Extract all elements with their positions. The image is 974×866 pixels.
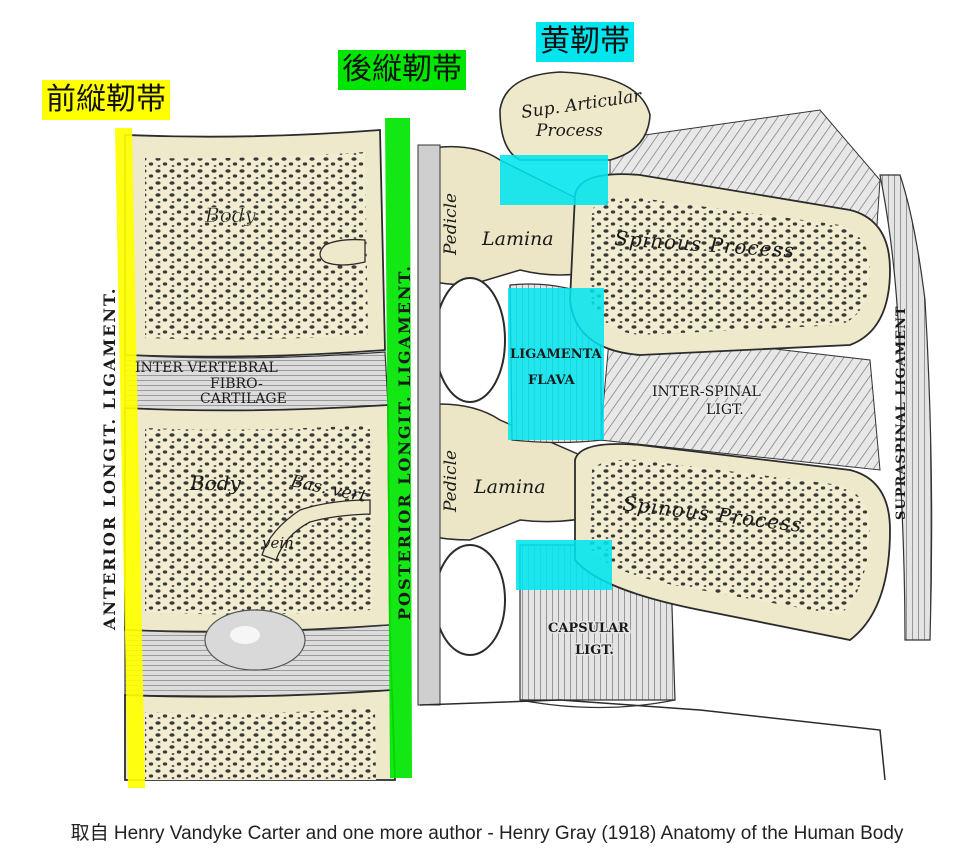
upper-body-notch <box>319 238 366 266</box>
upper-body-cancellous <box>145 152 368 340</box>
label-body-lower: Body <box>189 471 242 495</box>
label-ligamenta-2: FLAVA <box>528 373 576 388</box>
source-caption: 取自 Henry Vandyke Carter and one more aut… <box>70 823 904 844</box>
flava-highlight-bottom <box>516 540 612 590</box>
bottom-body-cancellous <box>145 708 376 780</box>
ligamenta-flava-label: 黄靭帯 <box>536 22 634 62</box>
label-vein: vein <box>262 534 294 552</box>
posterior-ligament-highlight <box>385 118 412 778</box>
label-anterior-ligament: ANTERIOR LONGIT. LIGAMENT. <box>100 287 119 631</box>
supraspinal-ligament <box>879 174 933 641</box>
label-lamina-upper: Lamina <box>481 228 554 250</box>
upper-foramen <box>434 277 506 403</box>
lower-pedicle-lamina <box>419 403 601 541</box>
lower-body-cancellous <box>145 425 372 615</box>
label-supraspinal: SUPRASPINAL LIGAMENT <box>894 305 909 520</box>
label-interspinal-2: LIGT. <box>706 402 744 418</box>
posterior-column <box>417 144 441 706</box>
upper-pedicle-lamina <box>419 145 601 286</box>
basivertebral-vein <box>261 499 371 561</box>
flava-highlight-top <box>500 155 608 205</box>
label-pedicle-upper: Pedicle <box>441 193 461 256</box>
label-ligamenta-1: LIGAMENTA <box>510 347 603 362</box>
lower-spinous-cancellous <box>590 459 870 615</box>
anterior-ligament-highlight <box>115 128 145 788</box>
label-intervertebral-1: INTER VERTEBRAL <box>135 360 278 376</box>
label-interspinal-1: INTER-SPINAL <box>652 384 761 400</box>
label-body-upper: Body <box>204 203 257 227</box>
label-capsular-1: CAPSULAR <box>548 621 629 636</box>
upper-spinous-cancellous <box>590 197 870 335</box>
lower-foramen <box>434 544 506 656</box>
label-intervertebral-2: FIBRO- <box>210 376 263 392</box>
label-lamina-lower: Lamina <box>473 476 546 498</box>
posterior-ligament-label: 後縦靭帯 <box>338 50 466 90</box>
label-intervertebral-3: CARTILAGE <box>200 391 287 407</box>
label-capsular-2: LIGT. <box>575 643 614 658</box>
flava-highlight-middle <box>508 288 604 440</box>
label-sup-articular-2: Process <box>535 121 603 141</box>
anterior-ligament-label: 前縦靭帯 <box>42 80 170 120</box>
lower-arch-outline <box>419 699 886 781</box>
label-pedicle-lower: Pedicle <box>441 450 461 513</box>
label-posterior-ligament: POSTERIOR LONGIT. LIGAMENT. <box>395 264 414 620</box>
